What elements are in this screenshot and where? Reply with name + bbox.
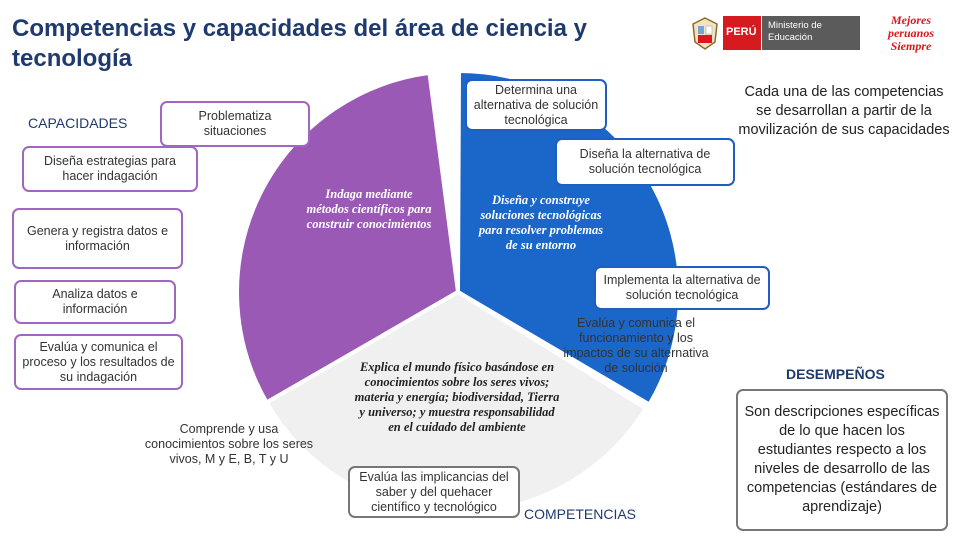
slogan-line-1: Mejores	[891, 13, 931, 27]
segment-indaga	[235, 70, 461, 406]
capacidad-problematiza: Problematiza situaciones	[160, 101, 310, 147]
note-competencias: Cada una de las competencias se desarrol…	[738, 84, 950, 138]
page-title: Competencias y capacidades del área de c…	[12, 15, 587, 72]
competencia-disena: Diseña y construye soluciones tecnológic…	[478, 193, 604, 252]
capacidad-evalua-indagacion: Evalúa y comunica el proceso y los resul…	[14, 334, 183, 390]
coat-of-arms-icon	[692, 17, 718, 50]
competencia-explica: Explica el mundo físico basándose en con…	[354, 360, 560, 434]
capacidad-comprende: Comprende y usa conocimientos sobre los …	[144, 422, 314, 466]
country-name: PERÚ	[726, 26, 757, 38]
desempenos-description: Son descripciones específicas de lo que …	[736, 389, 948, 531]
competencia-indaga: Indaga mediante métodos científicos para…	[306, 187, 432, 231]
capacidad-genera-registra: Genera y registra datos e información	[12, 208, 183, 269]
slogan-line-3: Siempre	[890, 39, 932, 53]
slogan-line-2: peruanos	[887, 26, 934, 40]
capacidad-determina: Determina una alternativa de solución te…	[465, 79, 607, 131]
capacidad-evalua-alternativa: Evalúa y comunica el funcionamiento y lo…	[563, 316, 709, 375]
peru-flag-block: PERÚ	[723, 16, 761, 50]
capacidad-implementa: Implementa la alternativa de solución te…	[594, 266, 770, 310]
capacidad-analiza: Analiza datos e información	[14, 280, 176, 324]
desempenos-label: DESEMPEÑOS	[786, 366, 885, 382]
capacidades-label: CAPACIDADES	[28, 115, 128, 131]
capacidad-disena-estrategias: Diseña estrategias para hacer indagación	[22, 146, 198, 192]
competencias-label: COMPETENCIAS	[524, 506, 637, 522]
capacidad-disena-alternativa: Diseña la alternativa de solución tecnol…	[555, 138, 735, 186]
capacidad-evalua-implicancias: Evalúa las implicancias del saber y del …	[348, 466, 520, 518]
slogan-logo: Mejores peruanos Siempre	[876, 14, 946, 53]
ministry-block: Ministerio de Educación	[762, 16, 860, 50]
logo-area: PERÚ Ministerio de Educación Mejores per…	[690, 14, 955, 54]
ministry-name: Ministerio de Educación	[768, 20, 822, 43]
